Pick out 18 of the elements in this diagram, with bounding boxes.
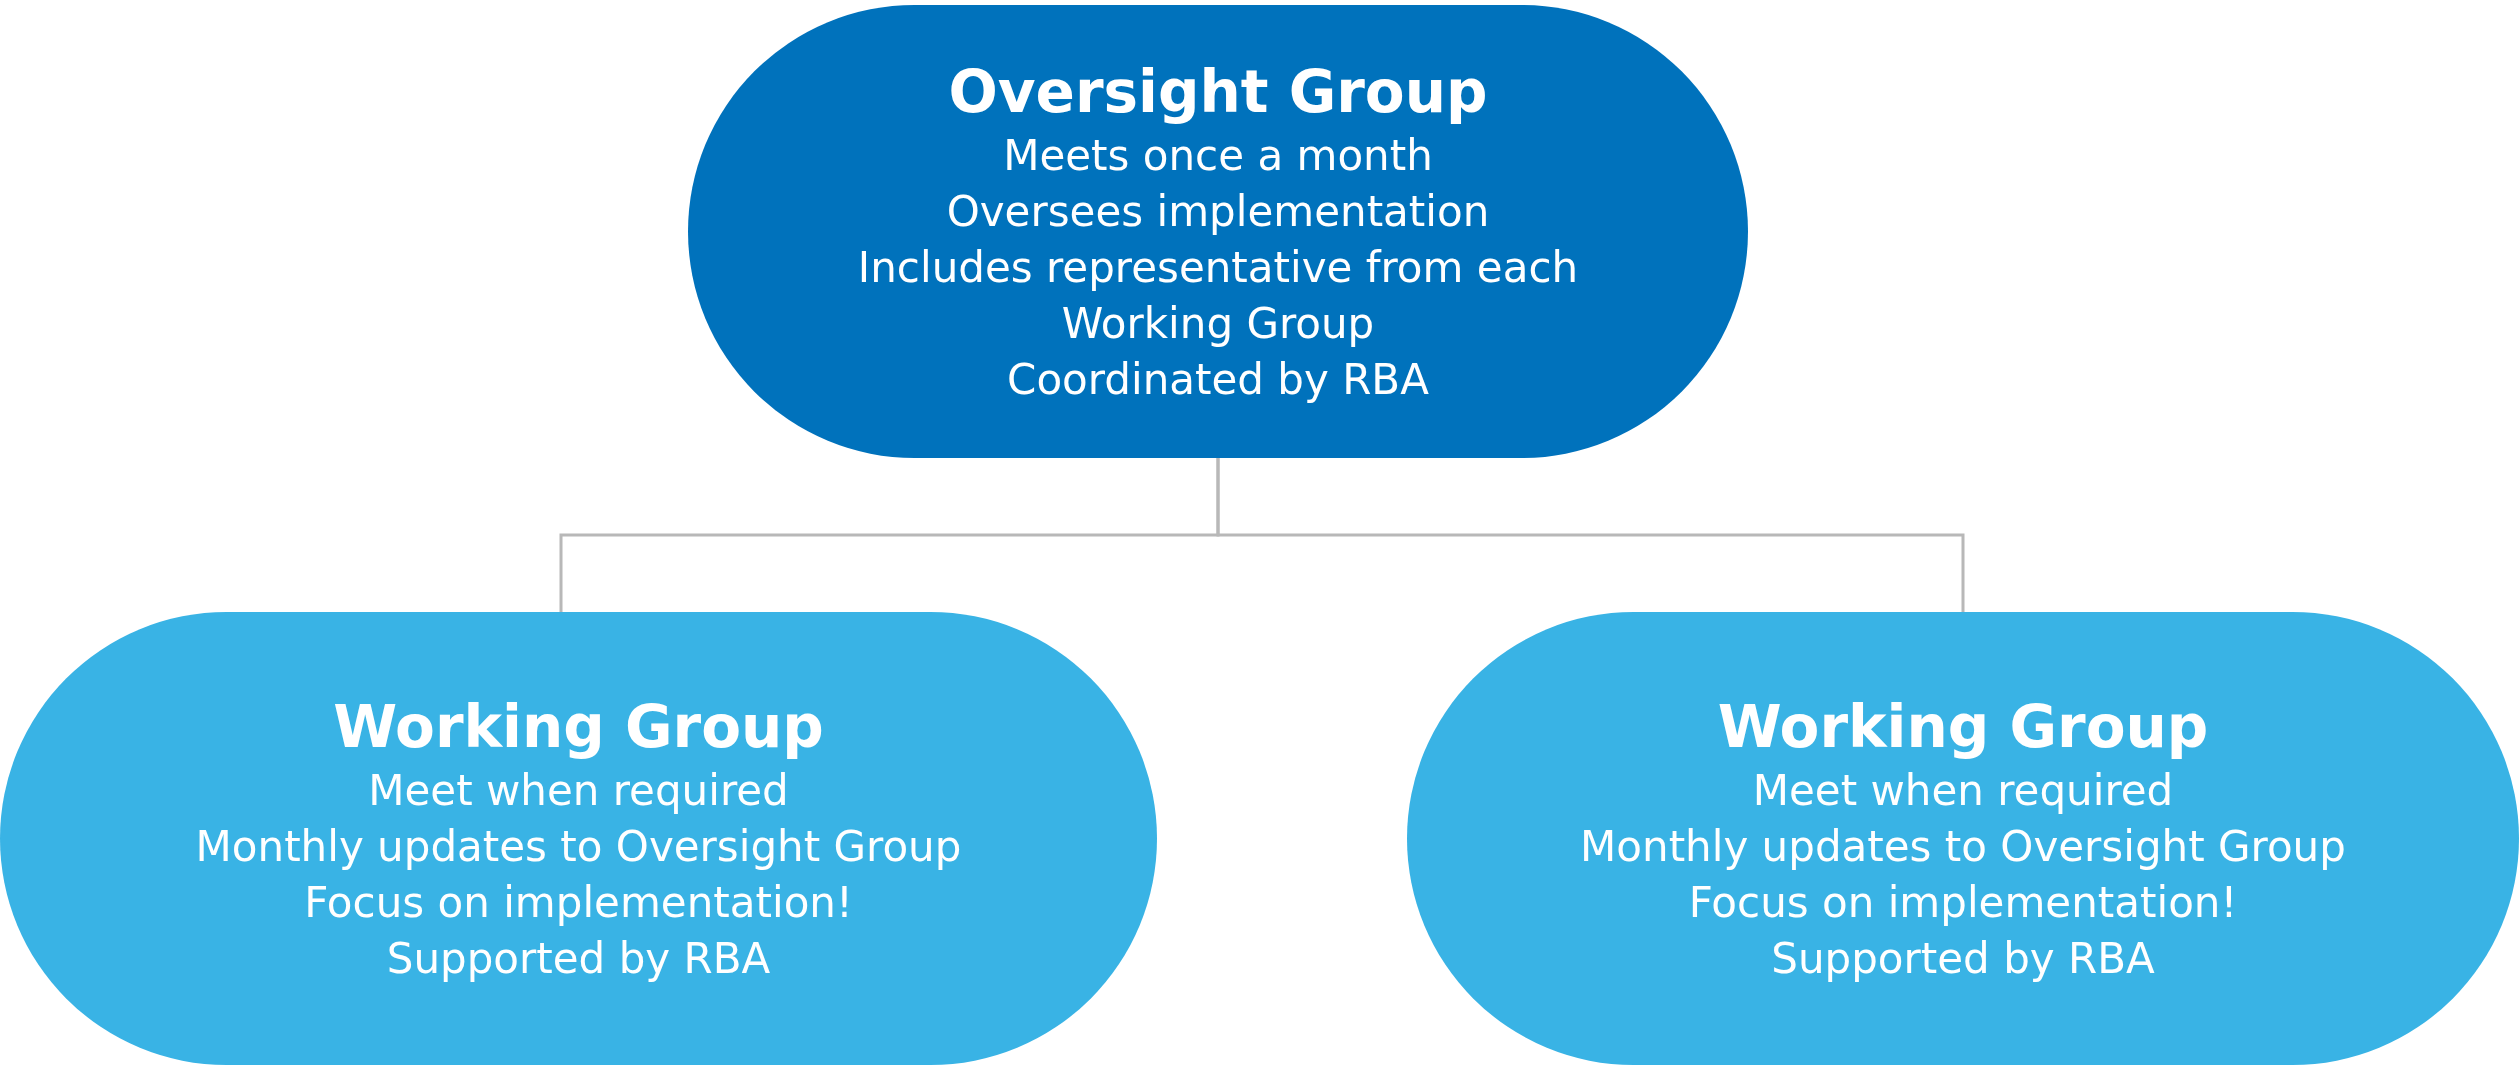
- group-description: Meet when required: [368, 764, 789, 817]
- group-pill: [1407, 612, 2519, 1065]
- group-title: Oversight Group: [948, 56, 1488, 128]
- group-pill: [0, 612, 1157, 1065]
- group-description: Focus on implementation!: [1688, 876, 2238, 929]
- group-description: Coordinated by RBA: [1007, 353, 1429, 406]
- group-description: Monthly updates to Oversight Group: [195, 820, 962, 873]
- group-description: Meets once a month: [1003, 129, 1433, 182]
- group-description: Focus on implementation!: [304, 876, 853, 929]
- group-description: Meet when required: [1752, 764, 2174, 817]
- group-title: Working Group: [333, 691, 824, 763]
- group-description: Oversees implementation: [946, 185, 1490, 238]
- group-description: Includes representative from each Working Group: [856, 241, 1580, 350]
- connector-line: [1216, 458, 1965, 612]
- group-title: Working Group: [1717, 691, 2209, 763]
- group-description: Monthly updates to Oversight Group: [1580, 820, 2346, 873]
- group-description: Supported by RBA: [386, 932, 771, 985]
- group-description: Supported by RBA: [1771, 932, 2155, 985]
